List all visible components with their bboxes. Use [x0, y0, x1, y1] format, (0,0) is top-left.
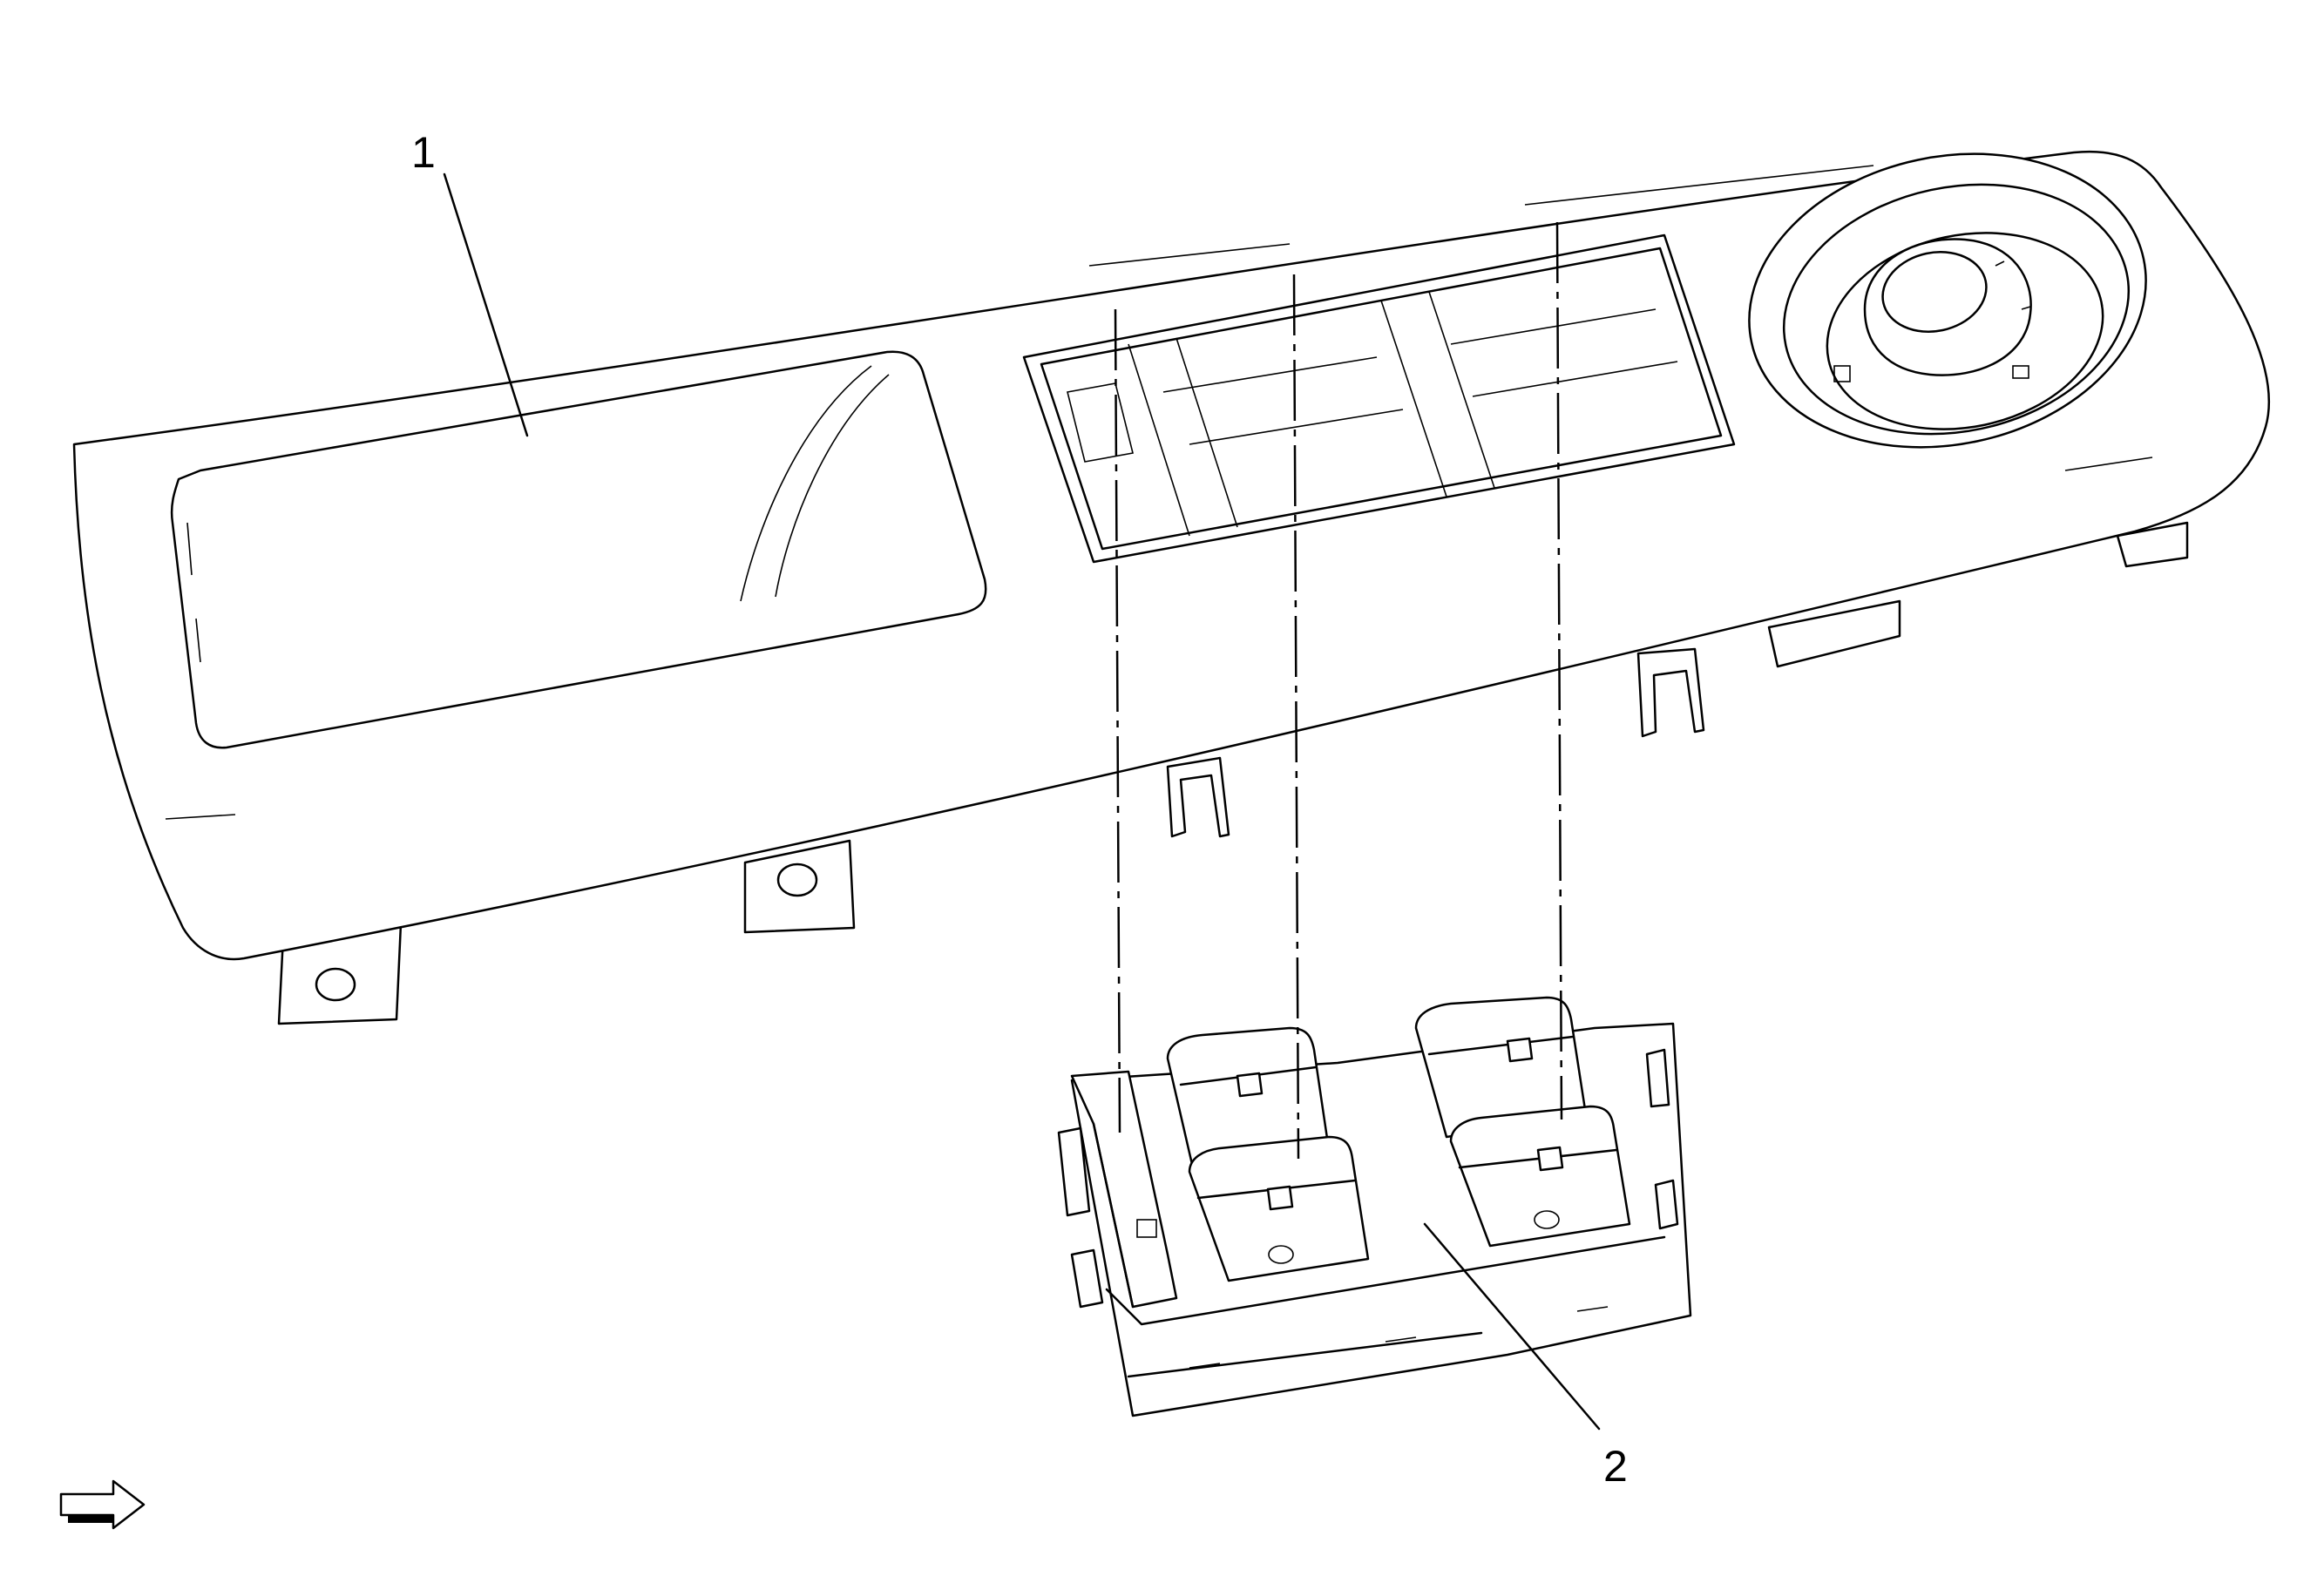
mirror-control-knob	[1748, 152, 2147, 449]
callout-2-label: 2	[1603, 1442, 1628, 1491]
callout-1-label: 1	[411, 128, 436, 177]
door-switch-bezel	[72, 150, 2271, 1025]
bezel-clip-right	[1636, 647, 1705, 738]
window-switch-right-front	[1449, 1105, 1631, 1248]
window-switch-module	[1057, 996, 1692, 1417]
window-switch-left-rear	[1166, 1026, 1331, 1174]
bezel-outline	[72, 150, 2271, 961]
window-lockout-switch	[1070, 1070, 1178, 1309]
switch-opening	[1022, 233, 1736, 564]
alignment-line-lockout	[1114, 308, 1121, 1133]
window-switch-right-rear	[1414, 996, 1588, 1139]
callout-2-leader	[1423, 1222, 1601, 1431]
door-pull-cup	[170, 350, 987, 749]
view-direction-arrow-icon	[59, 1479, 146, 1530]
alignment-lines	[1114, 221, 1563, 1160]
bezel-tab-far-right	[1767, 521, 2189, 668]
alignment-line-left	[1292, 274, 1300, 1160]
callout-1-leader	[443, 173, 529, 437]
window-switch-left-front	[1188, 1135, 1370, 1282]
bezel-mounting-tab-left	[277, 922, 403, 1025]
bezel-mounting-tab-middle	[743, 839, 856, 934]
alignment-line-right	[1555, 221, 1563, 1120]
bezel-clip-middle	[1166, 756, 1230, 838]
